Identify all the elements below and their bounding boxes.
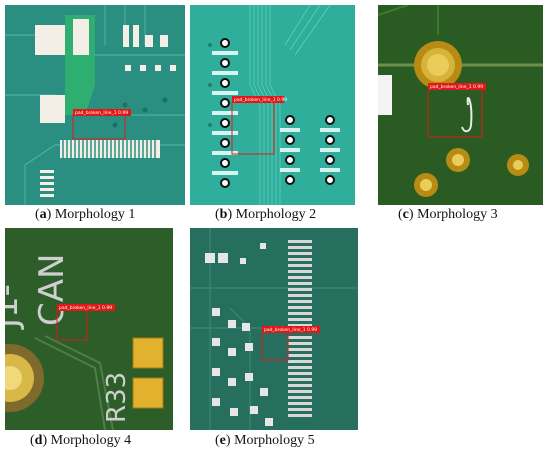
via-column	[212, 38, 340, 188]
panel-a-image: pad_broken_line_1 0.99	[5, 5, 185, 205]
panel-a-letter: a	[39, 207, 47, 222]
panel-e-detection-label: pad_broken_line_1 0.99	[264, 327, 317, 333]
panel-d-caption-text: Morphology 4	[47, 433, 132, 448]
panel-b-caption: (b) Morphology 2	[215, 207, 317, 222]
panel-b-letter: b	[219, 207, 228, 222]
panel-a-detection-label: pad_broken_line_1 0.99	[75, 110, 128, 116]
panel-d-caption: (d) Morphology 4	[30, 433, 132, 448]
panel-d-detection-label: pad_broken_line_1 0.99	[59, 305, 112, 311]
d-silkscreen-j1: J1-	[5, 284, 26, 330]
panel-b-image: pad_broken_line_1 0.99	[190, 5, 355, 205]
panel-a-caption: (a) Morphology 1	[35, 207, 136, 222]
panel-d-image: J1- CAN R33 pad_broken_line_1 0.99	[5, 228, 173, 430]
panel-c-caption-text: Morphology 3	[413, 207, 498, 222]
panel-b-caption-text: Morphology 2	[232, 207, 317, 222]
panel-b-detection-label: pad_broken_line_1 0.99	[234, 97, 287, 103]
panel-c-letter: c	[402, 207, 409, 222]
panel-a-caption-text: Morphology 1	[51, 207, 136, 222]
panel-c-image: pad_broken_line_1 0.99	[378, 5, 543, 205]
panel-c-caption: (c) Morphology 3	[398, 207, 498, 222]
panel-e-letter: e	[219, 433, 226, 448]
panel-c-detection-label: pad_broken_line_1 0.99	[430, 84, 483, 90]
panel-e-image: pad_broken_line_1 0.99	[190, 228, 358, 430]
d-silkscreen-r33: R33	[102, 372, 132, 423]
panel-d-letter: d	[34, 433, 43, 448]
panel-e-caption-text: Morphology 5	[230, 433, 315, 448]
panel-e-caption: (e) Morphology 5	[215, 433, 315, 448]
d-silkscreen-can: CAN	[32, 254, 72, 326]
